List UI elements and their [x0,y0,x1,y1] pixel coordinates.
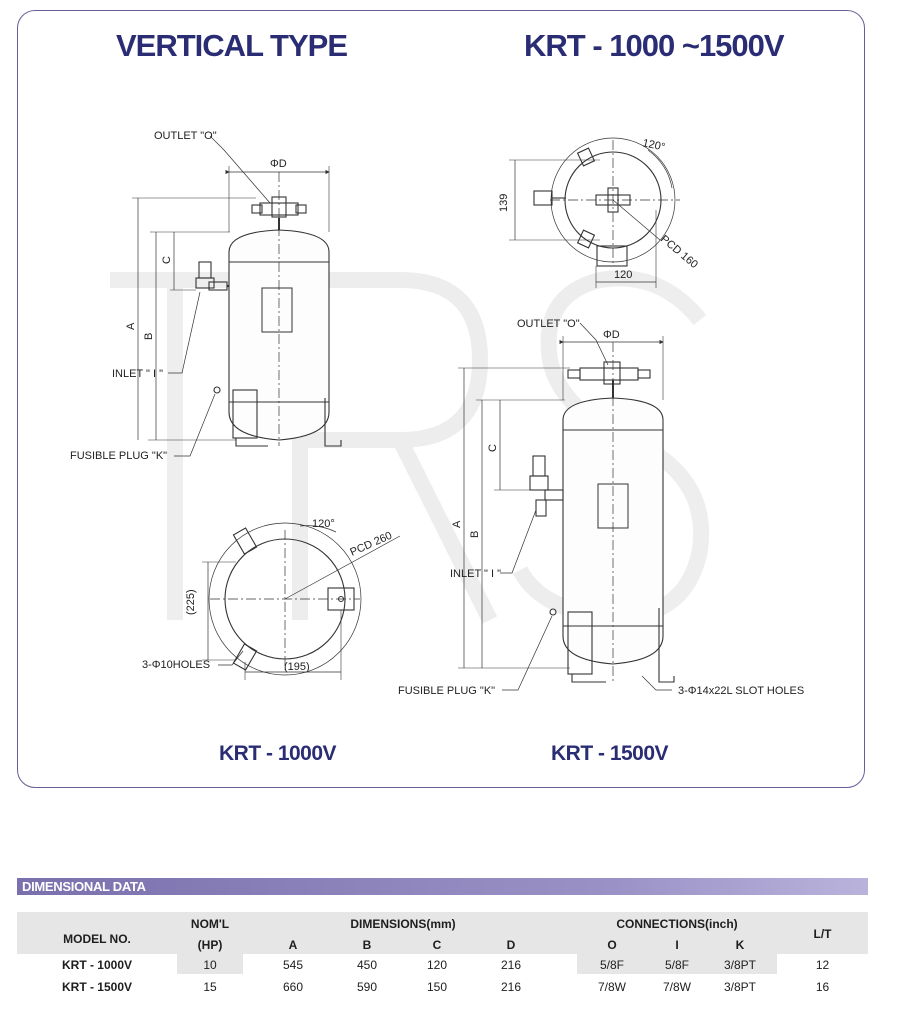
header-noml: NOM'L [190,917,230,931]
connections-shade-1 [577,954,777,974]
row1-b: 450 [356,958,378,972]
krt1000-inlet-label: INLET " I " [112,368,163,380]
row2-b: 590 [356,980,378,994]
header-hp: (HP) [197,938,223,952]
technical-drawings: OUTLET "O" INLET " I " FUSIBLE PLUG "K" … [70,130,804,697]
header-i: I [675,938,679,952]
hp-column-shade-1 [177,954,243,974]
krt1500-angle-label: 120° [641,137,666,153]
krt1500-inlet-label: INLET " I " [450,568,501,580]
dimensional-data-title: DIMENSIONAL DATA [22,879,146,894]
row1-lt: 12 [815,958,830,972]
row2-hp: 15 [203,980,217,994]
krt1500-side-view [458,322,675,691]
model-range-title: KRT - 1000 ~1500V [524,28,785,63]
row2-k: 3/8PT [723,980,756,994]
row2-d: 216 [500,980,522,994]
dimensional-data-table: MODEL NO. NOM'L (HP) DIMENSIONS(mm) A B … [17,912,868,1002]
row2-lt: 16 [815,980,830,994]
header-connections: CONNECTIONS(inch) [616,917,738,931]
header-o: O [607,938,617,952]
krt1000-fusible-label: FUSIBLE PLUG "K" [70,450,167,462]
krt1000-dim-a: A [125,322,137,330]
vertical-type-title: VERTICAL TYPE [116,28,348,63]
krt1500-holes-label: 3-Φ14x22L SLOT HOLES [678,685,804,697]
header-d: D [506,938,516,952]
row2-o: 7/8W [597,980,626,994]
krt1500-caption: KRT - 1500V [551,742,669,765]
krt1000-dim-c: C [161,256,173,264]
krt1000-dia-label: ΦD [270,158,287,170]
row2-i: 7/8W [662,980,691,994]
dimensional-data-bar: DIMENSIONAL DATA [17,878,868,895]
row2-model: KRT - 1500V [61,980,133,994]
krt1000-dim-195: (195) [284,661,310,673]
row1-a: 545 [282,958,304,972]
krt1000-top-view [202,522,401,680]
krt1000-dim-b: B [143,333,155,340]
krt1500-dim-a: A [451,520,463,528]
row1-hp: 10 [203,958,217,972]
table-header-bg [17,912,868,954]
krt1000-outlet-label: OUTLET "O" [154,130,217,142]
krt1000-holes-label: 3-Φ10HOLES [142,659,210,671]
header-lt: L/T [813,927,832,941]
krt1500-dim-120: 120 [614,269,632,281]
krt1000-dim-225: (225) [185,589,197,615]
row1-o: 5/8F [599,958,624,972]
header-dimensions: DIMENSIONS(mm) [350,917,456,931]
header-k: K [735,938,745,952]
krt1000-pcd-label: PCD 260 [348,530,394,559]
krt1500-dia-label: ΦD [603,329,620,341]
header-a: A [288,938,298,952]
krt1000-side-view [132,135,342,457]
row1-d: 216 [500,958,522,972]
drawing-panel [17,10,865,788]
header-c: C [432,938,442,952]
row1-c: 120 [426,958,448,972]
row2-a: 660 [282,980,304,994]
krt1500-outlet-label: OUTLET "O" [517,318,580,330]
row2-c: 150 [426,980,448,994]
krt1500-dim-b: B [469,531,481,538]
row1-model: KRT - 1000V [61,958,133,972]
krt1500-dim-139: 139 [498,194,510,212]
krt1000-angle-label: 120° [312,518,335,530]
row1-k: 3/8PT [723,958,756,972]
krt1500-dim-c: C [487,444,499,452]
krt1500-pcd-label: PCD 160 [658,233,700,271]
krt1500-top-view [509,137,680,288]
krt1000-caption: KRT - 1000V [219,742,337,765]
row1-i: 5/8F [664,958,689,972]
krt1500-fusible-label: FUSIBLE PLUG "K" [398,685,495,697]
header-model: MODEL NO. [63,932,131,946]
header-b: B [362,938,372,952]
